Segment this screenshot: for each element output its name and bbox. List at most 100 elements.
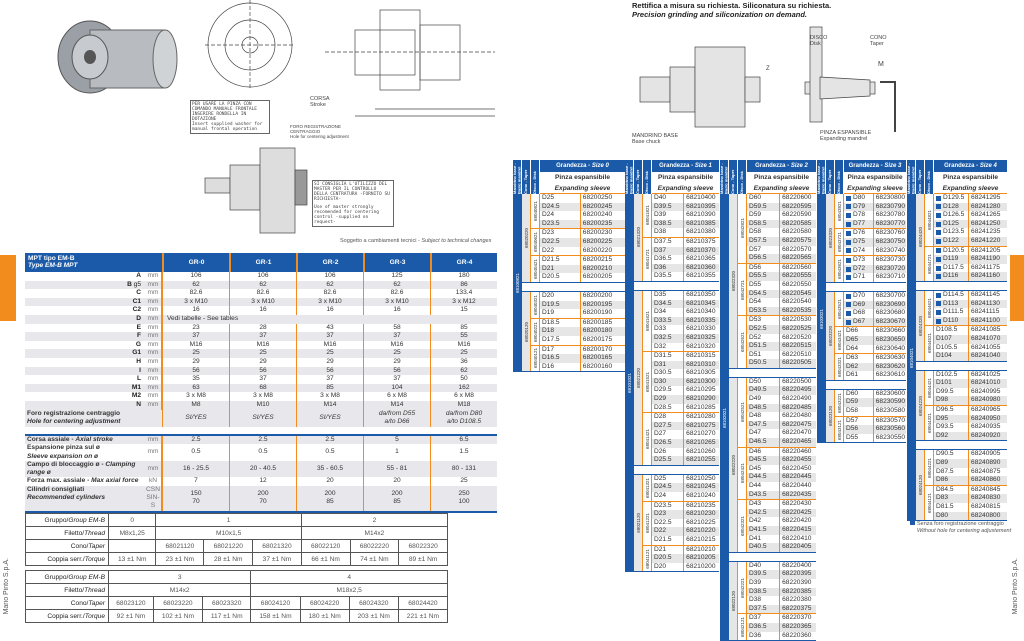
unit: mm: [145, 332, 162, 341]
disk-header: Disco - Disk: [738, 160, 747, 194]
diameter-text: D125: [943, 219, 959, 227]
cell: M8x1,25: [107, 526, 157, 540]
block-gap: [916, 362, 1007, 371]
part-code: 68210285: [686, 403, 716, 411]
diameter-text: D40: [654, 194, 667, 201]
part-code: 68200160: [582, 362, 613, 370]
part-code: 68220520: [782, 333, 812, 341]
unit: mm: [145, 297, 162, 307]
cell: 3: [107, 570, 252, 584]
part-code: 68200235: [582, 219, 613, 227]
cell: 68024420: [397, 596, 449, 610]
marker-square-icon: [936, 212, 941, 218]
diameter: D36.5: [747, 622, 781, 632]
diameter: D22.5: [652, 518, 685, 528]
header-text: Cono - Taper: [826, 169, 832, 194]
diameter-text: D101: [936, 379, 952, 387]
diameter: D52.5: [747, 324, 781, 334]
cell: 0.5: [296, 444, 363, 461]
cell: 86: [430, 280, 497, 290]
cell: 58: [363, 323, 430, 333]
row-label: H: [136, 357, 141, 365]
diameter: D37.5: [747, 604, 781, 614]
marker-square-icon: [846, 266, 851, 272]
block-gap: [916, 441, 1007, 451]
part-code: 68210295: [686, 386, 716, 394]
diameter-text: D86: [936, 476, 949, 484]
part-code: 68220470: [782, 429, 812, 437]
cell: 29: [296, 357, 363, 367]
base-code: 68104021: [907, 194, 916, 522]
diameter: D86: [934, 476, 970, 485]
taper-code-text: 68024420: [917, 227, 923, 248]
diameter: D56: [747, 263, 781, 273]
diameter-text: D123.5: [943, 228, 965, 236]
cell: 25: [162, 349, 229, 358]
part-code: 68210245: [686, 483, 716, 491]
cell: M16: [296, 340, 363, 350]
title-en: Size 3: [884, 163, 902, 169]
cell: 37: [296, 332, 363, 341]
cell-text: 1: [395, 448, 399, 456]
diameter: D46.5: [747, 438, 781, 447]
diameter-text: D34: [654, 308, 667, 316]
diameter: D28.5: [652, 403, 685, 413]
part-code: 68220530: [782, 316, 812, 324]
disk-code-text: 68044421: [926, 377, 932, 398]
unit: mm: [145, 444, 162, 461]
diameter: D48.5: [747, 403, 781, 413]
disk-code-text: 68042321: [739, 515, 745, 536]
taper-code: 68021220: [634, 290, 643, 465]
diameter: D22: [652, 527, 685, 536]
disk-code-text: 68044721: [926, 253, 932, 274]
part-code: 68220410: [782, 534, 812, 542]
cell-text: 0.5: [258, 448, 268, 456]
diameter: D47.5: [747, 420, 781, 430]
part-code: 68220505: [782, 359, 812, 367]
row-label: B g5: [127, 280, 141, 288]
cell: 66 ±1 Nm: [300, 552, 351, 566]
diameter: D66: [844, 327, 874, 336]
diameter-text: D126.5: [943, 211, 965, 219]
diameter-text: D111.5: [943, 308, 964, 316]
diameter: D45: [747, 464, 781, 474]
diameter-text: D20.5: [654, 554, 672, 562]
taper-code-text: 68022220: [730, 454, 736, 475]
marker-square-icon: [846, 302, 851, 308]
part-code: 68210220: [686, 527, 716, 535]
diameter-text: D36: [749, 631, 762, 639]
taper-header: Cono - Taper: [522, 160, 531, 194]
part-code: 68210400: [686, 194, 716, 201]
sleeve-label: Pinza espansibile: [847, 174, 903, 181]
